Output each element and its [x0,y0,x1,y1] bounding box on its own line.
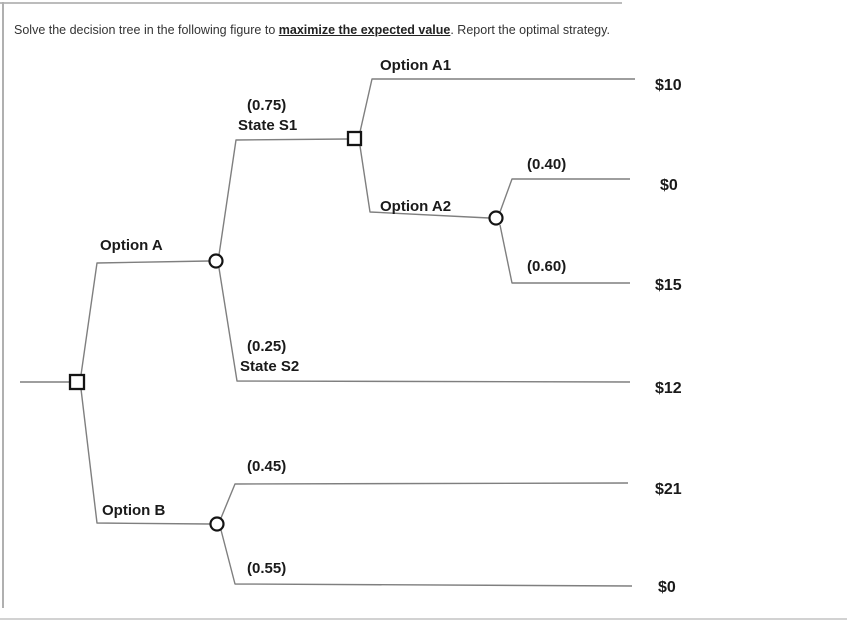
chance-node-option-a2-icon [488,210,504,226]
branch-option-a [80,260,210,376]
payoff-s2: $12 [655,380,682,397]
label-prob-025: (0.25) [247,338,286,355]
chance-node-option-b-icon [209,516,225,532]
payoff-a1: $10 [655,77,682,94]
branch-prob-045 [220,482,629,519]
label-prob-040: (0.40) [527,156,566,173]
label-state-s1: State S1 [238,117,297,134]
payoff-b-045: $21 [655,481,682,498]
page-left-border [2,2,4,608]
page-bottom-border [0,618,847,620]
decision-node-s1-icon [346,130,363,147]
branch-state-s1 [218,138,349,256]
label-option-a: Option A [100,237,163,254]
page-top-border [0,2,622,4]
branch-prob-060 [499,224,630,284]
question-emphasis: maximize the expected value [278,22,451,37]
question-suffix: . Report the optimal strategy. [450,22,610,37]
label-prob-055: (0.55) [247,560,286,577]
payoff-a2-040: $0 [660,177,678,194]
branch-option-a1 [359,78,635,133]
label-option-b: Option B [102,502,165,519]
label-prob-075: (0.75) [247,97,286,114]
payoff-b-055: $0 [658,579,676,596]
branch-option-a2 [359,145,490,219]
payoff-a2-060: $15 [655,277,682,294]
branch-state-s2 [218,267,631,383]
label-state-s2: State S2 [240,358,299,375]
question-prefix: Solve the decision tree in the following… [14,22,279,37]
label-option-a1: Option A1 [380,57,451,74]
branch-prob-055 [220,529,633,587]
branch-option-b [80,388,211,525]
label-prob-045: (0.45) [247,458,286,475]
label-prob-060: (0.60) [527,258,566,275]
question-text: Solve the decision tree in the following… [14,23,814,39]
decision-node-root-icon [68,373,86,391]
label-option-a2: Option A2 [380,198,451,215]
chance-node-option-a-icon [208,253,224,269]
branch-prob-040 [499,178,630,213]
